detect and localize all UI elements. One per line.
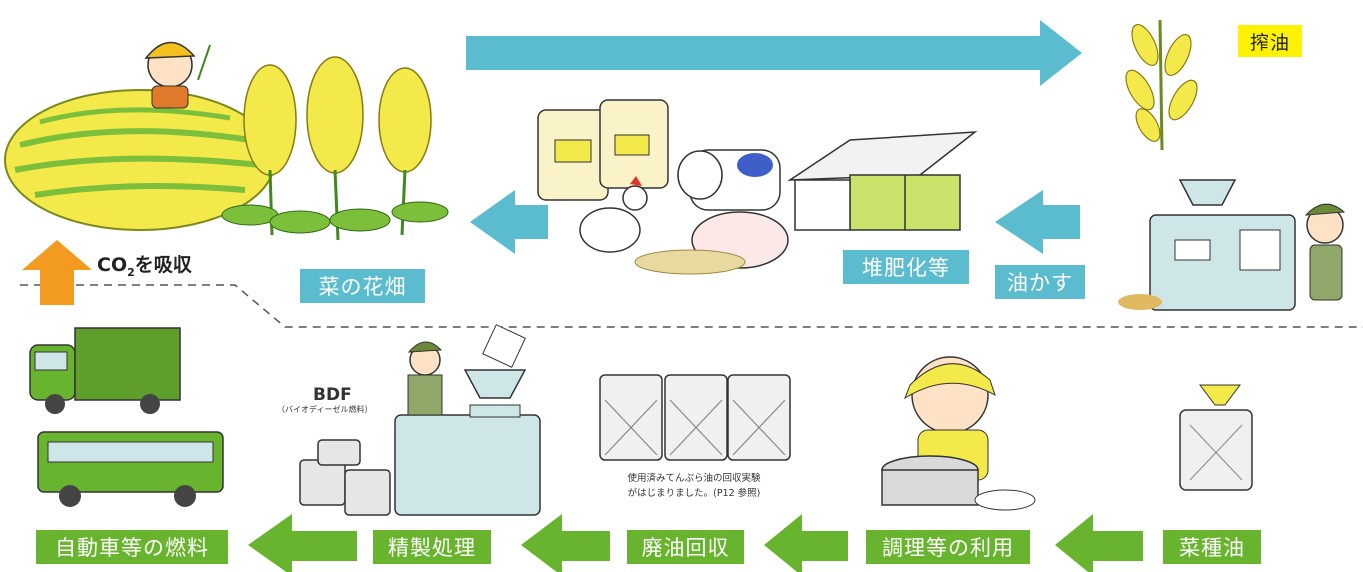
top-flow-arrow [466,20,1082,86]
co2-absorb-text: CO2を吸収 [97,250,192,279]
oil-press-illustration [1118,19,1346,311]
label-vehicle-fuel: 自動車等の燃料 [36,530,228,564]
label-pressing: 搾油 [1238,25,1302,57]
rapeseed-oil-can-illustration [1179,384,1253,491]
label-oilcake: 油かす [995,265,1085,299]
label-refining: 精製処理 [373,530,491,564]
collection-note: 使用済みてんぷら油の回収実験 がはじまりました。(P12 参照) [594,471,794,501]
bdf-subtitle: （バイオディーゼル燃料） [277,405,373,414]
label-waste-oil: 廃油回収 [627,530,744,564]
collection-note-line2: がはじまりました。(P12 参照) [627,488,761,499]
arrow-to-compost [995,190,1080,254]
collection-note-line1: 使用済みてんぷら油の回収実験 [627,473,761,484]
co2-orange-arrow [22,240,92,305]
divider-dashed-line [20,284,1363,328]
arrow-refine-to-fuel [248,514,357,572]
co2-suffix: を吸収 [134,254,192,276]
label-rapeseed-oil: 菜種油 [1163,530,1261,564]
arrow-oil-to-cooking [1055,514,1143,572]
rapeseed-field-illustration [4,41,449,241]
refining-machine-illustration [299,324,541,516]
vehicles-illustration [29,327,224,507]
arrow-waste-to-refine [521,514,610,572]
co2-subscript: 2 [127,265,135,279]
cooking-illustration [881,356,1036,511]
co2-prefix: CO [97,254,128,276]
livestock-illustration [537,99,789,275]
bdf-title: BDF [313,385,352,405]
label-cooking: 調理等の利用 [866,530,1030,564]
arrow-to-field [470,190,548,254]
label-field: 菜の花畑 [300,269,425,303]
compost-shed-illustration [787,131,978,231]
label-compost: 堆肥化等 [843,250,969,284]
waste-oil-cans-illustration [599,374,791,461]
arrow-cooking-to-waste [764,514,848,572]
